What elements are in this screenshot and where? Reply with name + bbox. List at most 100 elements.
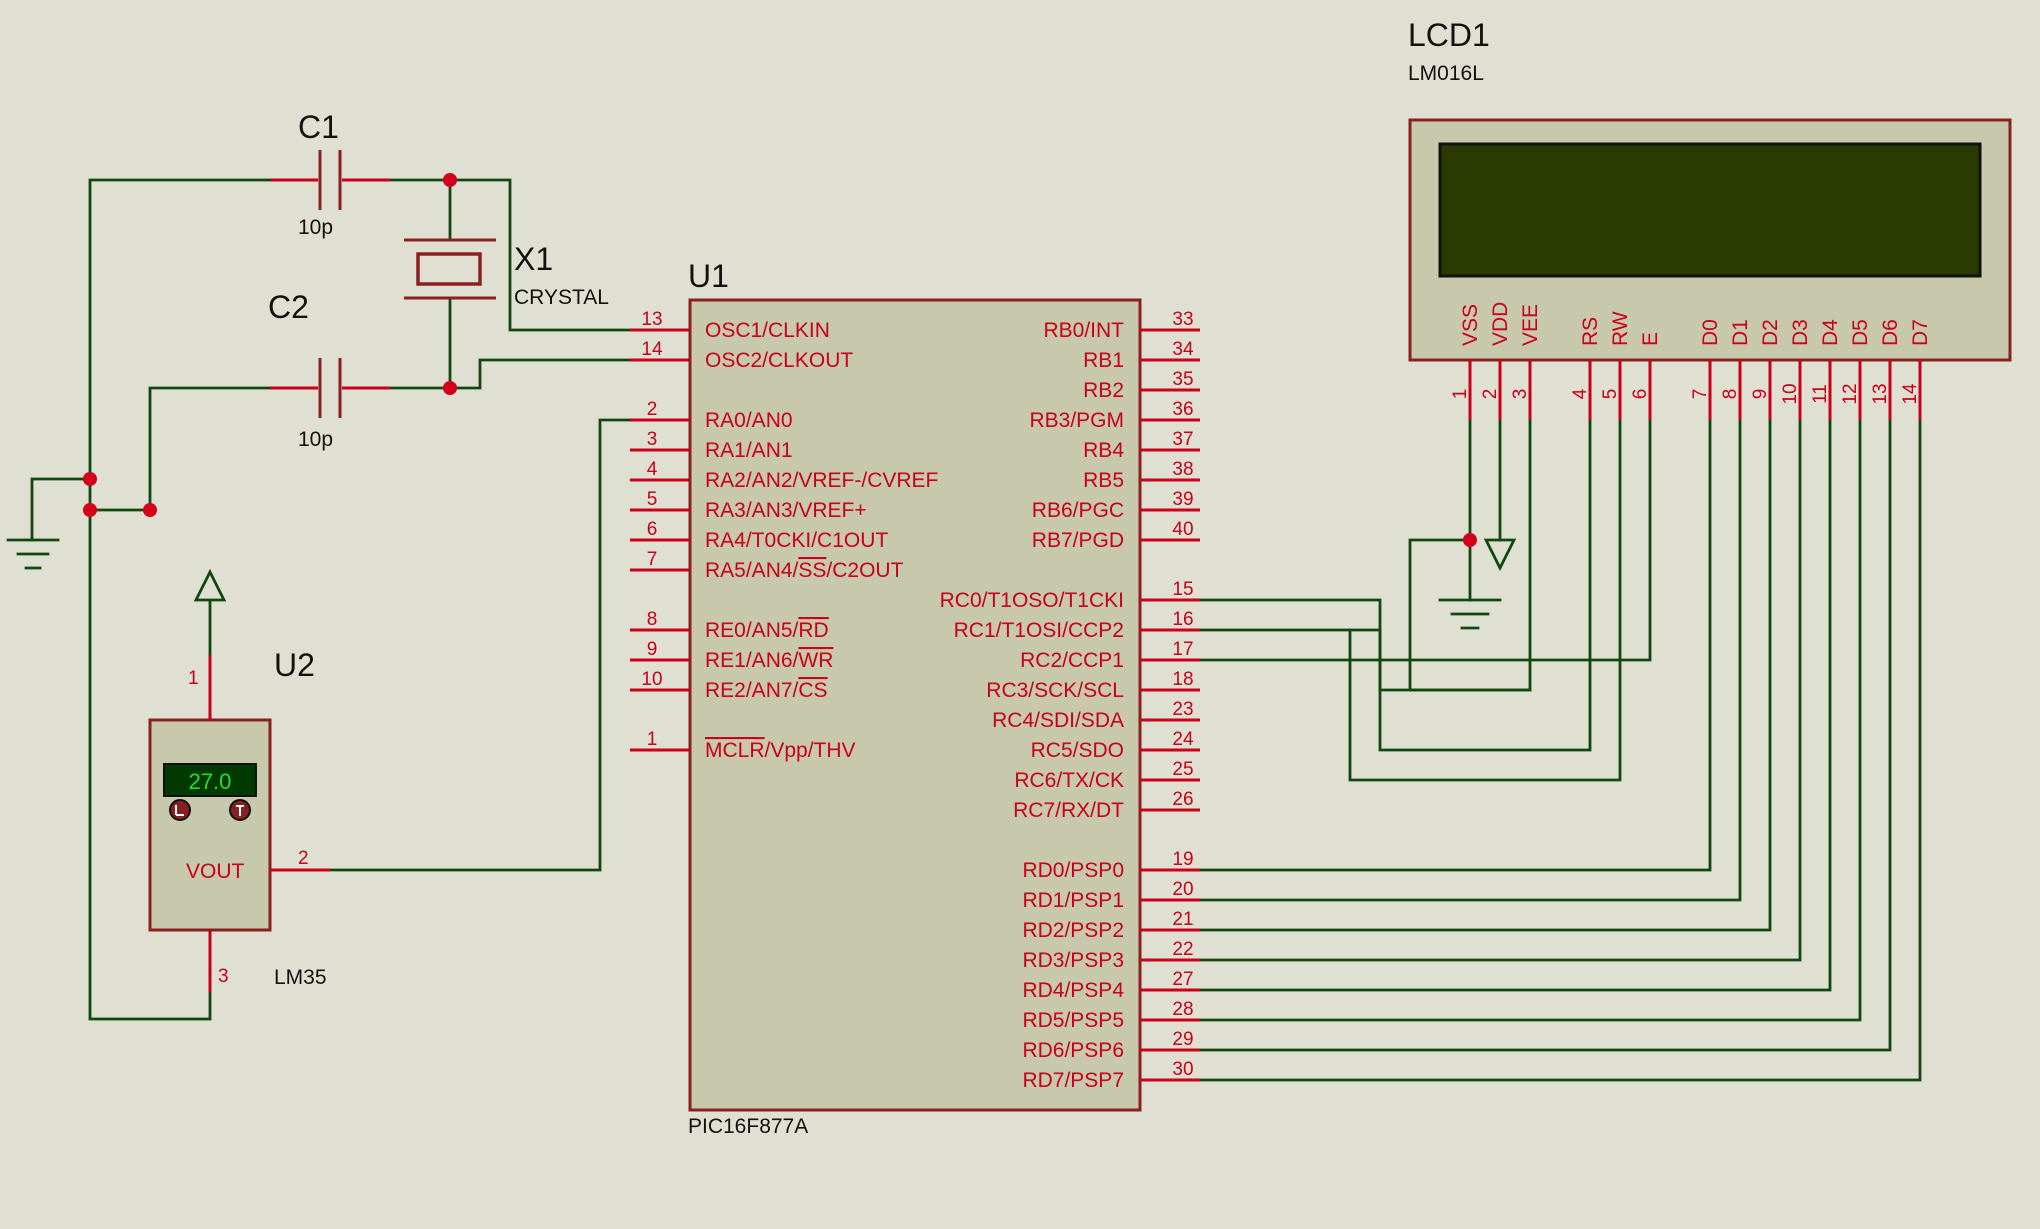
mcu-pin-label: RB6/PGC xyxy=(1032,499,1124,522)
mcu-pin[interactable]: 24 RC5/SDO xyxy=(1031,729,1200,762)
wire-d4[interactable] xyxy=(1198,415,1832,992)
mcu-pin-label: RA3/AN3/VREF+ xyxy=(705,499,867,522)
lcd-value: LM016L xyxy=(1408,62,1484,85)
mcu-pin-label: RD2/PSP2 xyxy=(1022,919,1124,942)
wire-c1-left[interactable] xyxy=(88,178,273,1021)
decrease-button-icon[interactable] xyxy=(169,799,191,821)
lcd-pin-number: 1 xyxy=(1450,389,1471,400)
wire-lcd-rw[interactable] xyxy=(1348,415,1622,782)
junction-dot xyxy=(143,503,157,517)
mcu-pin-number: 18 xyxy=(1172,669,1193,690)
mcu-pin-number: 28 xyxy=(1172,999,1193,1020)
crystal-ref: X1 xyxy=(514,241,553,277)
wire-d1[interactable] xyxy=(1198,415,1742,902)
wire-lcd-vss-loop[interactable] xyxy=(1408,538,1532,692)
lcd-module[interactable]: LCD1 LM016L 1VSS2VDD3VEE4RS5RW6E7D08D19D… xyxy=(1408,17,2012,420)
wire-osc2[interactable] xyxy=(388,358,632,390)
mcu-pin-label: MCLR/Vpp/THV xyxy=(705,739,856,762)
wire-rc0-lcd-vee[interactable] xyxy=(1198,415,1532,692)
mcu-pin-number: 24 xyxy=(1172,729,1194,750)
mcu-pin-number: 37 xyxy=(1172,429,1193,450)
crystal-x1[interactable]: X1 CRYSTAL xyxy=(404,238,609,309)
mcu-pin-label: RB4 xyxy=(1083,439,1124,462)
wire-d6[interactable] xyxy=(1198,415,1892,1052)
lcd-pin-number: 10 xyxy=(1780,383,1801,404)
wire-d5[interactable] xyxy=(1198,415,1862,1022)
wire-c2-left[interactable] xyxy=(88,386,272,512)
wire-d7[interactable] xyxy=(1198,415,1922,1082)
mcu-pin[interactable]: 37 RB4 xyxy=(1083,429,1200,462)
wire-rc1-lcd-rs[interactable] xyxy=(1198,415,1592,752)
mcu-pin-label: OSC1/CLKIN xyxy=(705,319,830,342)
junction-dot xyxy=(443,381,457,395)
lcd-pin[interactable]: 9D2 xyxy=(1750,319,1782,420)
wire-d3[interactable] xyxy=(1198,415,1802,962)
wire-d2[interactable] xyxy=(1198,415,1772,932)
lcd-pin[interactable]: 4RS xyxy=(1570,317,1602,420)
mcu-pin-label: RB0/INT xyxy=(1043,319,1124,342)
wire-ground-tap[interactable] xyxy=(30,477,92,540)
wire-rc2-lcd-e[interactable] xyxy=(1198,415,1652,662)
lcd-pin[interactable]: 7D0 xyxy=(1690,319,1722,420)
lcd-pin[interactable]: 6E xyxy=(1630,332,1662,420)
wire-vout-ra0[interactable] xyxy=(328,418,632,872)
mcu-pin-label: RC5/SDO xyxy=(1031,739,1124,762)
mcu-pin-number: 16 xyxy=(1172,609,1193,630)
mcu-pin-number: 40 xyxy=(1172,519,1193,540)
mcu-pin-label: RE2/AN7/CS xyxy=(705,679,828,702)
lcd-pin[interactable]: 8D1 xyxy=(1720,319,1752,420)
mcu-pin[interactable]: 21 RD2/PSP2 xyxy=(1022,909,1200,942)
temperature-sensor-u2[interactable]: 27.0 VOUT 1 2 3 U2 LM35 xyxy=(148,647,330,992)
lcd-pin[interactable]: 5RW xyxy=(1600,311,1632,420)
capacitor-c1[interactable]: C1 10p xyxy=(271,109,390,239)
capacitor-c2[interactable]: C2 10p xyxy=(268,289,390,451)
lcd-pin-number: 9 xyxy=(1750,389,1771,400)
mcu-pin-label: RD4/PSP4 xyxy=(1022,979,1124,1002)
wire-d0[interactable] xyxy=(1198,415,1712,872)
mcu-pin-number: 21 xyxy=(1172,909,1193,930)
